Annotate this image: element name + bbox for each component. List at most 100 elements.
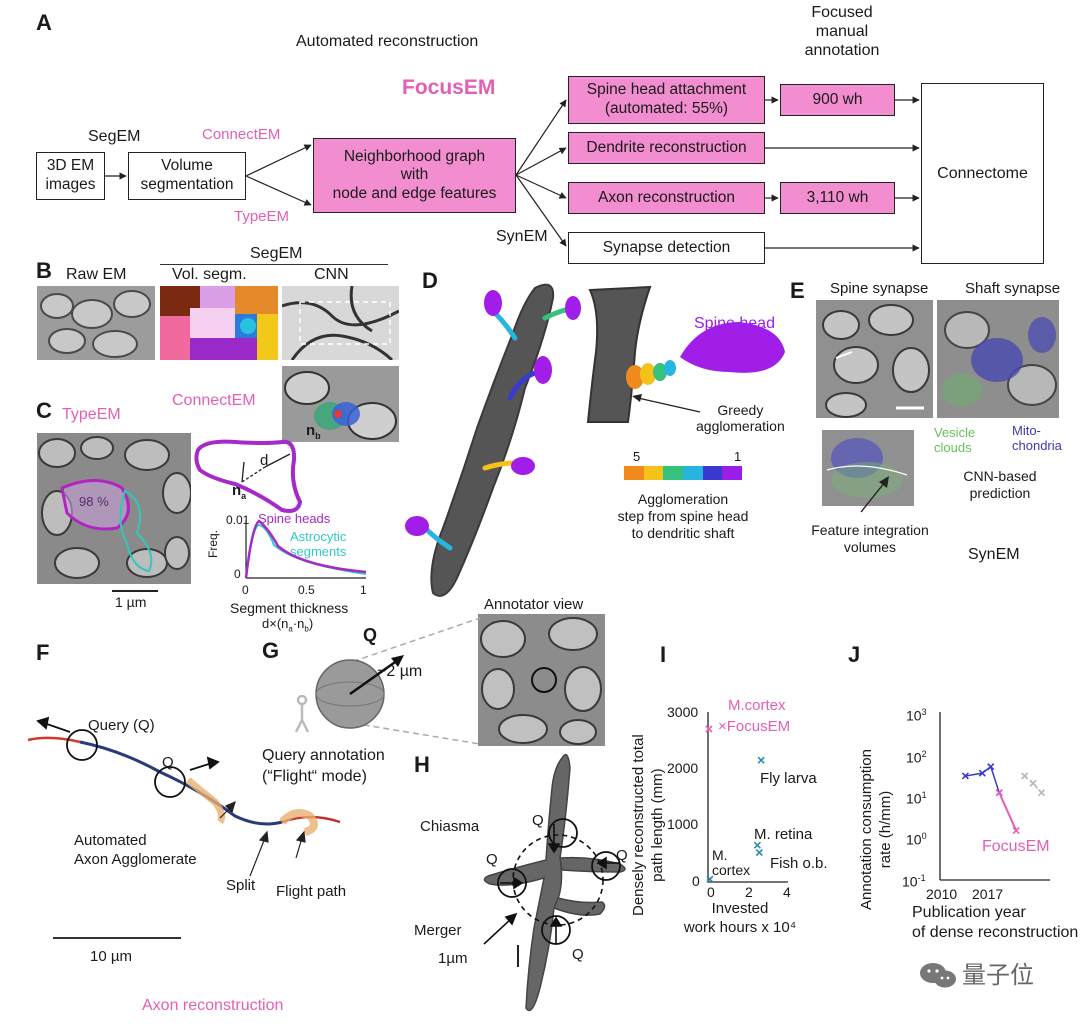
panel-label-a: A — [36, 10, 52, 35]
cnn-image — [282, 286, 399, 360]
q-label-top: Q — [532, 812, 544, 829]
chart-i-fly-larva-label: Fly larva — [760, 770, 817, 787]
spine-synapse-image — [816, 300, 933, 418]
distance-label: ~2 µm — [377, 663, 423, 680]
panel-label-b: B — [36, 258, 52, 283]
dendrite-render — [405, 283, 581, 597]
color-step-5 — [624, 466, 644, 480]
spine-synapse-label: Spine synapse — [830, 280, 929, 297]
panel-c-connectem-label: ConnectEM — [172, 392, 256, 409]
thickness-formula: d×(na·nb) — [262, 616, 314, 634]
typeem-percent: 98 % — [79, 494, 109, 509]
agglo-scale-left: 5 — [633, 449, 641, 464]
chart-i-point-fly-larva — [757, 756, 765, 764]
spine-head-schematic — [194, 439, 303, 513]
q-label-right: Q — [616, 847, 628, 864]
greedy-arrow — [632, 394, 701, 413]
chart-j-xtick-2010: 2010 — [926, 886, 958, 902]
chart-i-plot — [705, 712, 788, 883]
volume-segmentation-image — [160, 286, 278, 360]
chart-i-m-cortex-label: M.cortex — [712, 847, 751, 879]
connectome-box: Connectome — [921, 83, 1044, 264]
q-label-bottom: Q — [572, 946, 584, 963]
agglo-scale-right: 1 — [734, 449, 742, 464]
chart-i-ytick-1000: 1000 — [667, 816, 699, 832]
wh-3110-box: 3,110 wh — [780, 182, 895, 214]
chart-j-ytick-01: 10-1 — [902, 873, 926, 890]
chart-j-series-1 — [998, 792, 1018, 832]
chiasma-label: Chiasma — [420, 818, 480, 835]
wechat-logo-icon — [918, 960, 958, 990]
panel-label-c: C — [36, 398, 52, 423]
focusem-label: FocusEM — [402, 76, 496, 99]
chart-i-point-m-retina — [753, 841, 761, 849]
chart-i-m-cortex-pink-label: M.cortex — [728, 697, 786, 714]
na-vector-label: na — [232, 482, 247, 501]
spine-head-render — [586, 285, 785, 423]
chart-j-ytick-1: 100 — [906, 831, 927, 848]
panel-c-scale-label: 1 µm — [115, 594, 147, 610]
chart-j-ytick-100: 102 — [906, 749, 927, 766]
connectem-label: ConnectEM — [202, 126, 281, 143]
chiasma-render — [483, 753, 626, 1012]
chart-i-ytick-0: 0 — [692, 873, 700, 889]
chart-j-ytick-1000: 103 — [906, 707, 927, 724]
annotator-view-label: Annotator view — [484, 596, 584, 613]
chart-i-fish-ob-label: Fish o.b. — [770, 855, 828, 872]
chart-j-plot — [939, 712, 1050, 881]
panel-label-i: I — [660, 642, 667, 667]
thickness-xtick-05: 0.5 — [298, 583, 315, 597]
merger-label: Merger — [414, 922, 462, 939]
panel-f-scale-label: 10 µm — [90, 948, 132, 965]
thickness-histogram — [244, 519, 367, 579]
chart-i-xtick-0: 0 — [707, 884, 715, 900]
mitochondria-label: Mito-chondria — [1012, 423, 1062, 453]
freq-ylabel: Freq. — [206, 529, 220, 558]
panel-label-f: F — [36, 640, 50, 665]
typeem-label: TypeEM — [234, 208, 290, 225]
synem-label: SynEM — [496, 228, 548, 245]
spine-head-attachment-box: Spine head attachment(automated: 55%) — [568, 76, 765, 124]
chart-j-series-0 — [965, 765, 1000, 793]
panel-label-j: J — [848, 642, 861, 667]
panel-label-d: D — [422, 268, 438, 293]
chart-j-focusem-label: FocusEM — [982, 838, 1050, 855]
synapse-detection-box: Synapse detection — [568, 232, 765, 264]
q-label-f: Q — [162, 754, 174, 771]
chart-j-point-0-0 — [961, 772, 969, 780]
axon-agglomerate-render — [27, 716, 341, 877]
query-q-label: Query (Q) — [88, 717, 155, 734]
chart-i-xtick-4: 4 — [783, 884, 791, 900]
feature-integration-image — [822, 430, 914, 506]
vol-segm-label: Vol. segm. — [172, 266, 247, 283]
color-step-4 — [643, 466, 664, 480]
chart-j-point-2-1 — [1029, 779, 1037, 787]
panel-label-e: E — [790, 278, 805, 303]
color-step-3 — [663, 466, 684, 480]
axon-reconstruction-caption: Axon reconstruction — [142, 997, 284, 1014]
chart-j-point-1-0 — [995, 789, 1003, 797]
raw-em-label: Raw EM — [66, 266, 127, 283]
chart-j-ytick-10: 101 — [906, 790, 927, 807]
split-label: Split — [226, 877, 256, 894]
panel-f-scale-bar — [53, 937, 181, 939]
chart-i-m-retina-label: M. retina — [754, 826, 813, 843]
freq-ytick-bottom: 0 — [234, 567, 241, 581]
panel-b-segem-title: SegEM — [250, 245, 303, 262]
chart-i-point-m-cortex — [706, 875, 714, 883]
q-label-left: Q — [486, 851, 498, 868]
agglomeration-color-scale — [624, 466, 743, 480]
freq-ytick-top: 0.01 — [226, 513, 250, 527]
panel-label-h: H — [414, 752, 430, 777]
chart-i-focusem-label: ×FocusEM — [718, 718, 791, 735]
flight-sphere — [294, 617, 481, 745]
typeem-em-image: 98 % — [37, 433, 191, 584]
